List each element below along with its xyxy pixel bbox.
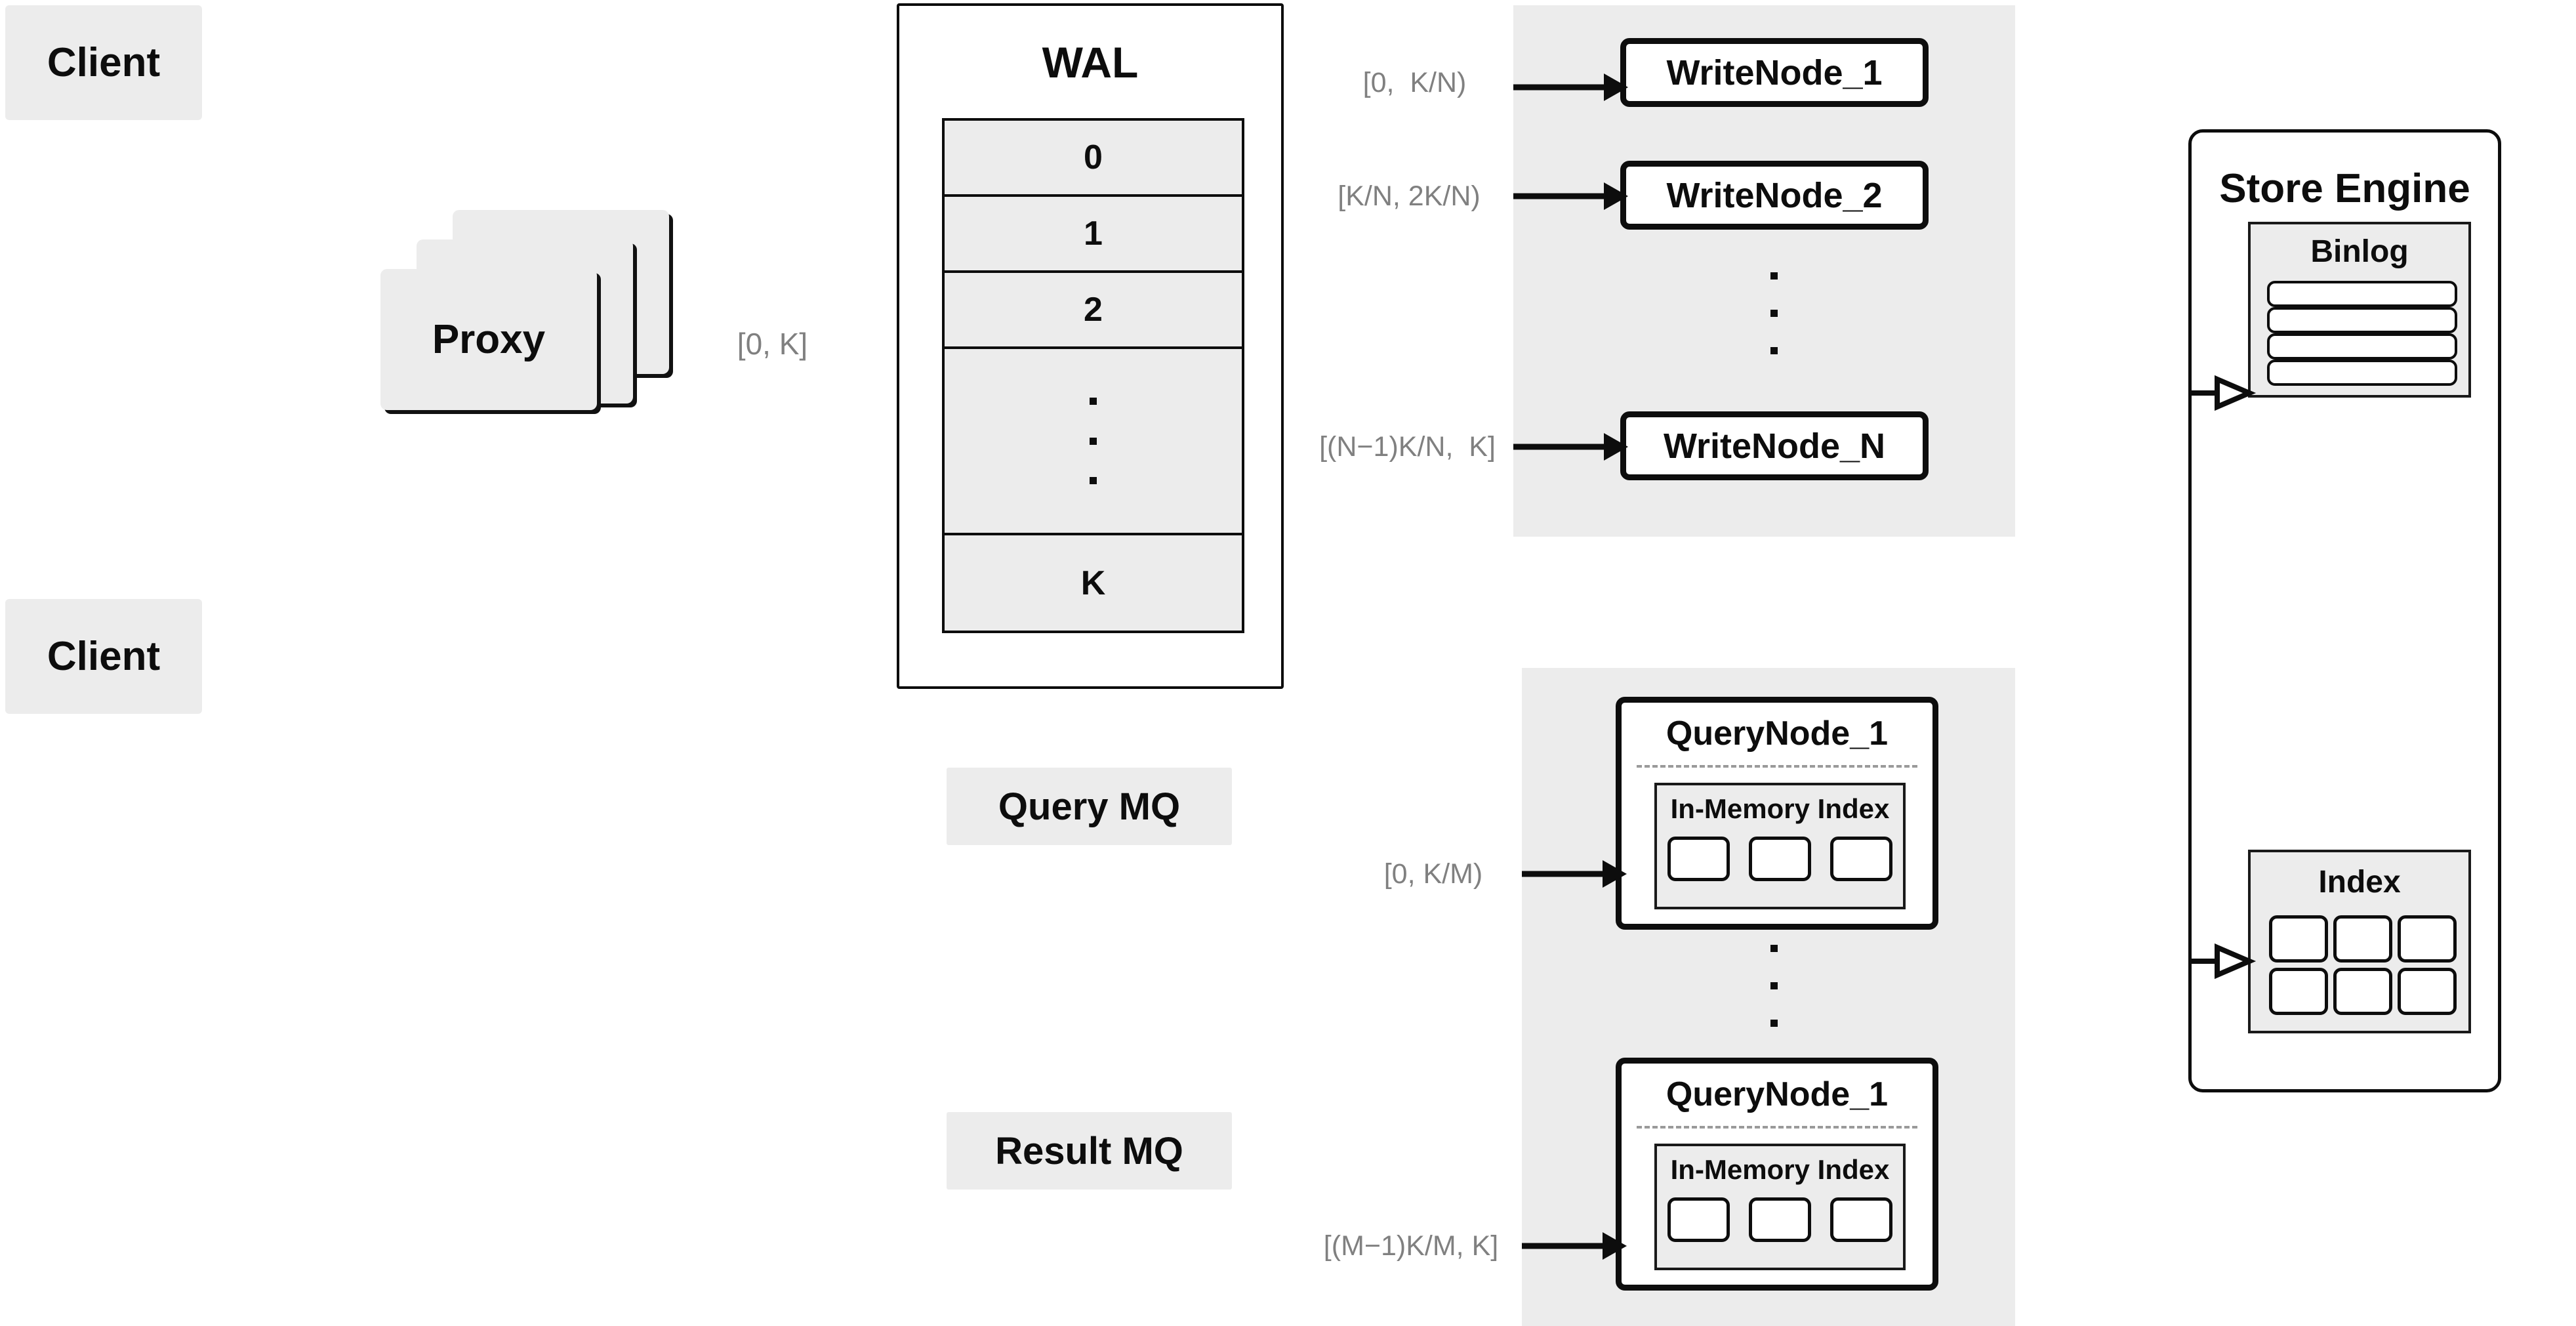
binlog-box[interactable]: Binlog xyxy=(2248,222,2471,398)
proxy-box[interactable]: Proxy xyxy=(380,269,597,410)
wal-row[interactable]: 1 xyxy=(945,197,1242,273)
index-cell[interactable] xyxy=(2269,915,2328,963)
write-node-1-range-label: [0, K/N) xyxy=(1340,59,1489,106)
vertical-ellipsis-icon xyxy=(1090,398,1097,484)
wal-row[interactable]: 0 xyxy=(945,121,1242,197)
query-node-2-range-label: [(M−1)K/M, K] xyxy=(1324,1222,1498,1270)
result-mq-box[interactable]: Result MQ xyxy=(947,1112,1232,1190)
query-mq-box[interactable]: Query MQ xyxy=(947,768,1232,845)
arrow-to-write-node-n xyxy=(1513,433,1628,461)
binlog-title-wrap: Binlog xyxy=(2251,231,2468,272)
query-node-label: QueryNode_1 xyxy=(1666,1075,1889,1113)
store-index-box[interactable]: Index xyxy=(2248,850,2471,1033)
proxy-label: Proxy xyxy=(432,317,546,362)
query-node-label-wrap: QueryNode_1 xyxy=(1622,1071,1932,1117)
wal-row[interactable]: 2 xyxy=(945,273,1242,349)
wal-title: WAL xyxy=(1042,38,1139,87)
arrow-to-write-node-2 xyxy=(1513,182,1628,210)
write-node-label: WriteNode_N xyxy=(1663,426,1886,466)
in-memory-index-1[interactable]: In-Memory Index xyxy=(1654,783,1906,909)
write-node-n-range-label: [(N−1)K/N, K] xyxy=(1319,423,1496,470)
write-node-label: WriteNode_1 xyxy=(1666,52,1883,93)
query-node-1[interactable]: QueryNode_1 In-Memory Index xyxy=(1616,697,1938,930)
index-cell[interactable] xyxy=(2398,915,2457,963)
query-node-separator xyxy=(1637,1126,1917,1129)
proxy-range-label: [0, K] xyxy=(728,320,817,368)
arrow-to-store-index xyxy=(2188,943,2257,980)
in-memory-index-title: In-Memory Index xyxy=(1670,793,1890,824)
write-node-2[interactable]: WriteNode_2 xyxy=(1620,161,1929,230)
index-cell[interactable] xyxy=(2398,968,2457,1015)
query-node-label: QueryNode_1 xyxy=(1666,715,1889,753)
index-cell[interactable] xyxy=(2269,968,2328,1015)
binlog-entry[interactable] xyxy=(2267,307,2457,333)
wal-row-ellipsis xyxy=(945,349,1242,535)
binlog-entry[interactable] xyxy=(2267,281,2457,307)
write-cluster-ellipsis-icon xyxy=(1761,272,1787,354)
write-node-n[interactable]: WriteNode_N xyxy=(1620,411,1929,480)
index-segment[interactable] xyxy=(1830,1197,1892,1242)
index-segment[interactable] xyxy=(1667,1197,1730,1242)
query-node-separator xyxy=(1637,765,1917,768)
store-engine-title: Store Engine xyxy=(2219,165,2470,211)
index-cell[interactable] xyxy=(2333,915,2392,963)
in-memory-index-2[interactable]: In-Memory Index xyxy=(1654,1144,1906,1270)
binlog-entry[interactable] xyxy=(2267,360,2457,386)
client-label: Client xyxy=(47,634,161,679)
store-index-title-wrap: Index xyxy=(2251,861,2468,902)
binlog-entry[interactable] xyxy=(2267,333,2457,360)
write-node-1[interactable]: WriteNode_1 xyxy=(1620,38,1929,107)
arrow-to-query-node-1 xyxy=(1522,860,1627,888)
client-label: Client xyxy=(47,40,161,85)
in-memory-index-title-wrap: In-Memory Index xyxy=(1657,791,1903,827)
query-node-1-range-label: [0, K/M) xyxy=(1378,850,1489,898)
arrow-to-write-node-1 xyxy=(1513,73,1628,101)
in-memory-index-title-wrap: In-Memory Index xyxy=(1657,1151,1903,1188)
wal-table: 0 1 2 K xyxy=(942,118,1244,633)
query-cluster-ellipsis-icon xyxy=(1761,945,1787,1027)
write-node-2-range-label: [K/N, 2K/N) xyxy=(1328,173,1490,220)
in-memory-index-title: In-Memory Index xyxy=(1670,1153,1890,1185)
wal-row-label: 1 xyxy=(1084,215,1103,253)
query-node-2[interactable]: QueryNode_1 In-Memory Index xyxy=(1616,1058,1938,1291)
index-segment[interactable] xyxy=(1749,837,1811,881)
result-mq-label: Result MQ xyxy=(995,1129,1183,1172)
wal-row-label: K xyxy=(1080,564,1106,602)
client-box-bottom[interactable]: Client xyxy=(5,599,202,714)
index-segment[interactable] xyxy=(1830,837,1892,881)
proxy-stack[interactable]: Proxy xyxy=(380,210,689,433)
query-node-label-wrap: QueryNode_1 xyxy=(1622,711,1932,756)
wal-row-label: 0 xyxy=(1084,138,1103,176)
binlog-title: Binlog xyxy=(2310,234,2409,269)
arrow-to-binlog xyxy=(2188,375,2257,411)
write-node-label: WriteNode_2 xyxy=(1666,175,1883,215)
index-cell[interactable] xyxy=(2333,968,2392,1015)
index-segment[interactable] xyxy=(1749,1197,1811,1242)
query-mq-label: Query MQ xyxy=(998,785,1181,828)
arrow-to-query-node-2 xyxy=(1522,1232,1627,1260)
wal-row[interactable]: K xyxy=(945,535,1242,631)
index-segment[interactable] xyxy=(1667,837,1730,881)
client-box-top[interactable]: Client xyxy=(5,5,202,120)
wal-row-label: 2 xyxy=(1084,291,1103,329)
store-index-title: Index xyxy=(2318,864,2401,900)
